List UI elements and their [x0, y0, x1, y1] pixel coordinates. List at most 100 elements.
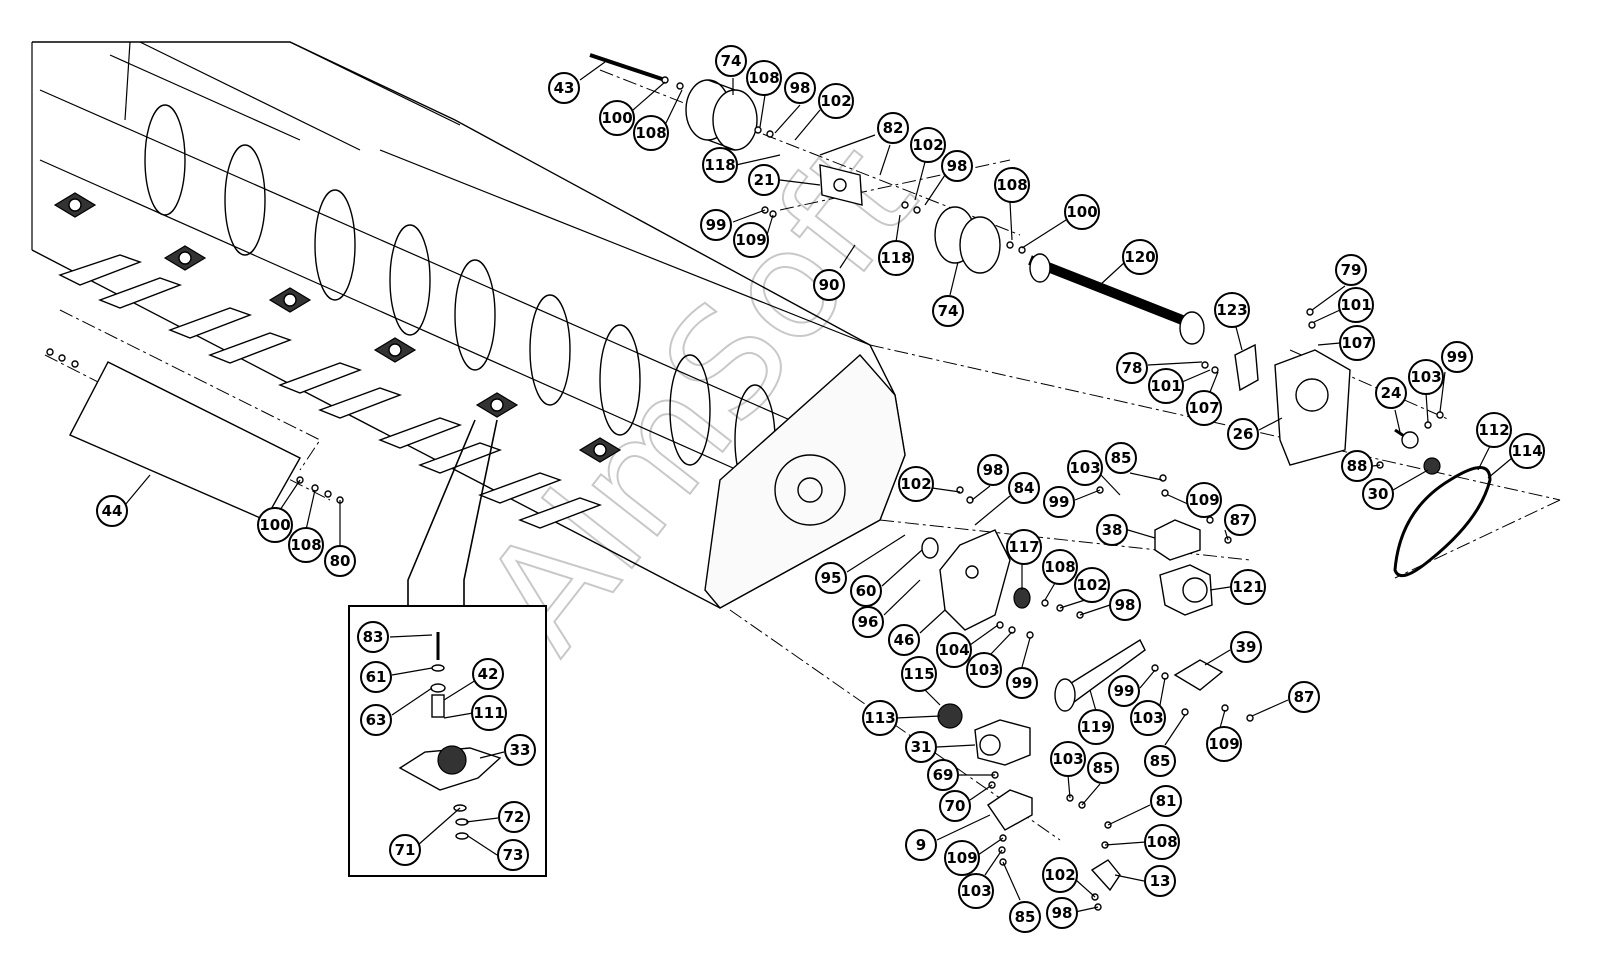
callout-26: 26 — [1227, 418, 1259, 450]
callout-100: 100 — [1064, 194, 1100, 230]
callout-24: 24 — [1375, 377, 1407, 409]
callout-circle — [941, 150, 973, 182]
callout-circle — [1087, 752, 1119, 784]
callout-circle — [1206, 726, 1242, 762]
callout-circle — [257, 507, 293, 543]
callout-123: 123 — [1214, 292, 1250, 328]
callout-98: 98 — [1046, 897, 1078, 929]
callout-99: 99 — [1108, 675, 1140, 707]
callout-84: 84 — [1008, 472, 1040, 504]
callout-label: 121 — [1232, 578, 1263, 596]
callout-circle — [813, 269, 845, 301]
callout-74: 74 — [932, 295, 964, 327]
callout-69: 69 — [927, 759, 959, 791]
callout-label: 73 — [503, 846, 524, 864]
callout-circle — [1224, 504, 1256, 536]
callout-circle — [472, 658, 504, 690]
callout-label: 24 — [1381, 384, 1402, 402]
callout-46: 46 — [888, 624, 920, 656]
callout-108: 108 — [994, 167, 1030, 203]
callout-label: 118 — [704, 156, 735, 174]
callout-103: 103 — [1408, 359, 1444, 395]
callout-73: 73 — [497, 839, 529, 871]
callout-circle — [939, 790, 971, 822]
callout-circle — [1009, 901, 1041, 933]
callout-circle — [1050, 741, 1086, 777]
callout-circle — [901, 656, 937, 692]
callout-109: 109 — [1206, 726, 1242, 762]
callout-circle — [1109, 589, 1141, 621]
plate-46 — [939, 529, 1011, 631]
callout-label: 109 — [946, 849, 977, 867]
callout-label: 98 — [1115, 596, 1136, 614]
callout-label: 102 — [1044, 866, 1075, 884]
callout-38: 38 — [1096, 514, 1128, 546]
callout-circle — [700, 209, 732, 241]
callout-103: 103 — [966, 652, 1002, 688]
callout-circle — [1043, 486, 1075, 518]
callout-circle — [1046, 897, 1078, 929]
callout-label: 13 — [1150, 872, 1171, 890]
callout-63: 63 — [360, 704, 392, 736]
callout-82: 82 — [877, 112, 909, 144]
callout-label: 103 — [1410, 368, 1441, 386]
callout-98: 98 — [977, 454, 1009, 486]
callout-label: 103 — [1132, 709, 1163, 727]
callout-circle — [1339, 325, 1375, 361]
callout-circle — [1116, 352, 1148, 384]
callout-circle — [1214, 292, 1250, 328]
callout-circle — [471, 695, 507, 731]
callout-circle — [748, 164, 780, 196]
callout-label: 102 — [820, 92, 851, 110]
callout-label: 69 — [933, 766, 954, 784]
callout-label: 113 — [864, 709, 895, 727]
roller-74-lower — [934, 206, 1001, 274]
callout-label: 102 — [900, 475, 931, 493]
callout-label: 103 — [1052, 750, 1083, 768]
callout-circle — [504, 734, 536, 766]
callout-circle — [1338, 287, 1374, 323]
callout-120: 120 — [1122, 239, 1158, 275]
callout-circle — [357, 621, 389, 653]
callout-circle — [1042, 857, 1078, 893]
bearing-117 — [1013, 587, 1031, 609]
callout-102: 102 — [1042, 857, 1078, 893]
callout-label: 87 — [1294, 688, 1315, 706]
callout-layer: 4310010874108981021188210298219910910810… — [96, 45, 1545, 933]
callout-circle — [746, 60, 782, 96]
callout-13: 13 — [1144, 865, 1176, 897]
callout-104: 104 — [936, 632, 972, 668]
callout-label: 71 — [395, 841, 416, 859]
callout-label: 72 — [504, 808, 525, 826]
callout-circle — [1042, 549, 1078, 585]
callout-85: 85 — [1105, 442, 1137, 474]
callout-circle — [1130, 700, 1166, 736]
callout-label: 98 — [790, 79, 811, 97]
callout-label: 85 — [1150, 752, 1171, 770]
callout-label: 99 — [1447, 348, 1468, 366]
callout-circle — [1335, 254, 1367, 286]
callout-label: 120 — [1124, 248, 1155, 266]
callout-label: 100 — [601, 109, 632, 127]
callout-label: 96 — [858, 613, 879, 631]
callout-circle — [702, 147, 738, 183]
callout-circle — [599, 100, 635, 136]
callout-label: 104 — [938, 641, 969, 659]
callout-circle — [927, 759, 959, 791]
callout-circle — [1144, 865, 1176, 897]
callout-circle — [1078, 709, 1114, 745]
callout-circle — [1288, 681, 1320, 713]
callout-label: 108 — [996, 176, 1027, 194]
callout-label: 103 — [968, 661, 999, 679]
callout-circle — [852, 606, 884, 638]
callout-label: 44 — [102, 502, 123, 520]
callout-label: 70 — [945, 797, 966, 815]
callout-98: 98 — [941, 150, 973, 182]
callout-70: 70 — [939, 790, 971, 822]
callout-112: 112 — [1476, 412, 1512, 448]
sprocket-115 — [937, 703, 963, 729]
callout-circle — [977, 454, 1009, 486]
callout-72: 72 — [498, 801, 530, 833]
callout-label: 90 — [819, 276, 840, 294]
